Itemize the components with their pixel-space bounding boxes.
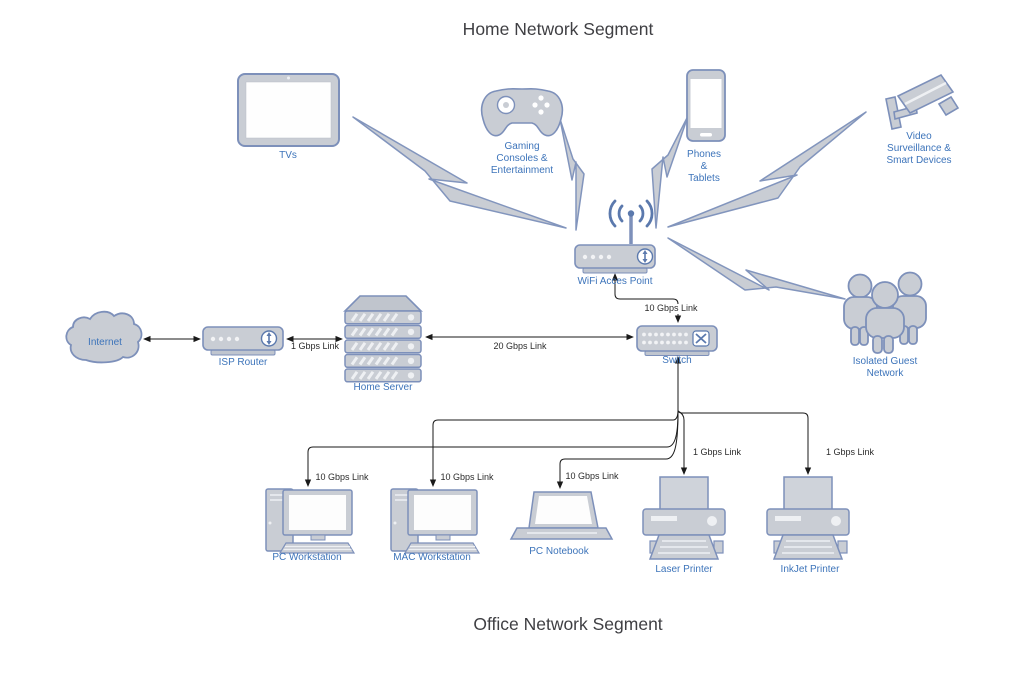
mac-keyboard-keys xyxy=(408,545,477,551)
router-updown-arrowheads xyxy=(266,332,272,345)
inkjet-printer-link-label: 1 Gbps Link xyxy=(823,447,877,458)
controller-button xyxy=(538,109,544,115)
wifi-access-point-icon[interactable] xyxy=(574,199,656,274)
laser-printer-label: Laser Printer xyxy=(655,564,713,575)
internet-label: Internet xyxy=(88,337,122,348)
wifi-dot xyxy=(627,210,635,217)
wireless-bolt-gaming[interactable] xyxy=(559,118,585,231)
server-switch-link-label: 20 Gbps Link xyxy=(491,341,549,352)
router-status-lights xyxy=(210,336,240,342)
controller-dpad-center xyxy=(503,102,509,108)
switch-label: Switch xyxy=(662,355,692,366)
ap-status-lights xyxy=(582,254,612,260)
laser-indicator xyxy=(707,516,717,526)
link-wifi-switch[interactable] xyxy=(611,273,682,323)
smartphone-icon[interactable] xyxy=(686,69,726,142)
network-switch-icon[interactable] xyxy=(636,325,718,356)
controller-button xyxy=(538,95,544,101)
camera-body-stripe xyxy=(904,81,947,106)
notebook-icon[interactable] xyxy=(509,491,614,540)
pc-keyboard xyxy=(278,542,356,554)
isp-router-label: ISP Router xyxy=(218,357,268,368)
pc-workstation-icon[interactable] xyxy=(265,488,356,554)
link-switch-mac[interactable] xyxy=(429,409,679,487)
pc-workstation-link-label: 10 Gbps Link xyxy=(313,472,371,483)
inkjet-paper xyxy=(783,476,833,512)
tv-screen xyxy=(245,81,332,139)
game-controller-icon[interactable] xyxy=(480,88,564,137)
phones-tablets-label: Phones & Tablets xyxy=(687,149,721,184)
inkjet-printer-label: InkJet Printer xyxy=(780,564,840,575)
laser-output-slot xyxy=(651,516,677,521)
guest-network-label: Isolated Guest Network xyxy=(852,356,918,379)
controller-button xyxy=(532,102,538,108)
wireless-bolt-guest[interactable] xyxy=(667,237,846,300)
wireless-bolt-camera[interactable] xyxy=(667,111,867,228)
inkjet-printer-icon[interactable] xyxy=(766,476,850,560)
switch-ports xyxy=(642,332,688,345)
home-segment-title: Home Network Segment xyxy=(462,19,654,39)
pc-monitor-screen xyxy=(289,495,346,530)
tv-camera-dot xyxy=(287,76,290,80)
ap-body xyxy=(574,244,656,269)
wifi-waves-icon xyxy=(608,199,654,228)
wifi-switch-link-label: 10 Gbps Link xyxy=(642,303,700,314)
laser-paper xyxy=(659,476,709,512)
wifi-access-point-label: WiFi Acces Point xyxy=(577,276,653,287)
laser-tray-sheets xyxy=(658,540,710,554)
mac-workstation-icon[interactable] xyxy=(390,488,481,554)
mac-tower-button xyxy=(393,521,397,525)
person-front xyxy=(865,281,905,354)
internet-cloud-icon[interactable] xyxy=(65,310,143,364)
pc-monitor-stand xyxy=(310,534,326,541)
guest-people-icon[interactable] xyxy=(843,271,927,354)
link-switch-inkjet[interactable] xyxy=(677,409,812,475)
link-switch-notebook[interactable] xyxy=(556,411,679,489)
controller-body xyxy=(480,88,564,137)
inkjet-tray-sheets xyxy=(782,540,834,554)
pc-notebook-label: PC Notebook xyxy=(529,546,589,557)
mac-monitor-screen xyxy=(414,495,471,530)
camera-lens xyxy=(937,95,960,117)
home-server-icon[interactable] xyxy=(343,295,423,383)
mac-keyboard xyxy=(403,542,481,554)
gaming-consoles-label: Gaming Consoles & Entertainment xyxy=(490,141,554,176)
inkjet-output-slot xyxy=(775,516,801,521)
wireless-bolt-phones[interactable] xyxy=(651,115,689,229)
isp-server-link-label: 1 Gbps Link xyxy=(288,341,342,352)
video-surveillance-label: Video Surveillance & Smart Devices xyxy=(886,131,952,166)
tvs-label: TVs xyxy=(279,150,297,161)
router-body xyxy=(202,326,284,351)
tv-icon[interactable] xyxy=(237,73,340,147)
controller-button xyxy=(544,102,550,108)
cloud-shape xyxy=(65,310,143,364)
pc-workstation-label: PC Workstation xyxy=(272,552,342,563)
inkjet-indicator xyxy=(831,516,841,526)
mac-monitor-stand xyxy=(435,534,451,541)
switch-crossover-x xyxy=(695,333,707,344)
pc-tower-button xyxy=(268,521,272,525)
phone-home-button xyxy=(700,133,712,137)
wireless-bolt-tv[interactable] xyxy=(352,116,567,229)
home-server-label: Home Server xyxy=(353,382,413,393)
notebook-screen xyxy=(535,496,592,524)
ap-updown-arrowheads xyxy=(642,250,648,263)
mac-workstation-link-label: 10 Gbps Link xyxy=(438,472,496,483)
office-segment-title: Office Network Segment xyxy=(473,614,663,634)
pc-keyboard-keys xyxy=(283,545,352,551)
server-units xyxy=(344,310,422,383)
laser-printer-icon[interactable] xyxy=(642,476,726,560)
laser-printer-link-label: 1 Gbps Link xyxy=(690,447,744,458)
isp-router-icon[interactable] xyxy=(202,326,284,356)
pc-notebook-link-label: 10 Gbps Link xyxy=(563,471,621,482)
link-switch-laser[interactable] xyxy=(677,410,688,475)
server-top-cap xyxy=(343,295,423,312)
cctv-camera-icon[interactable] xyxy=(885,73,960,130)
mac-workstation-label: MAC Workstation xyxy=(393,552,471,563)
link-switch-pc[interactable] xyxy=(304,411,679,487)
phone-screen xyxy=(690,79,722,128)
